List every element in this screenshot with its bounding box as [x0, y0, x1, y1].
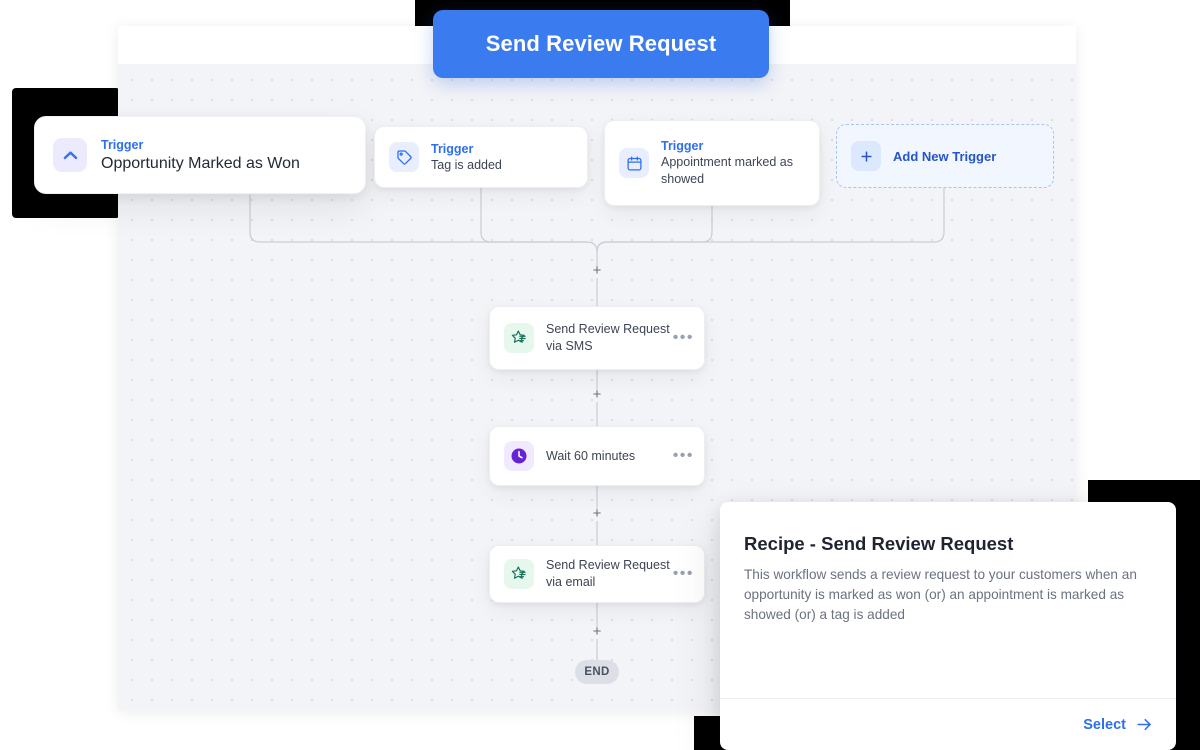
- action-menu-icon[interactable]: •••: [672, 565, 694, 582]
- send-review-request-button[interactable]: Send Review Request: [433, 10, 769, 78]
- tag-icon: [389, 142, 419, 172]
- add-step-node[interactable]: +: [592, 386, 602, 403]
- add-new-trigger-button[interactable]: Add New Trigger: [836, 124, 1054, 188]
- add-step-node[interactable]: +: [592, 505, 602, 522]
- action-card-send-review-request-via-sms[interactable]: Send Review Request via SMS •••: [489, 306, 705, 370]
- action-name: Wait 60 minutes: [546, 448, 636, 463]
- workflow-end-badge: END: [575, 660, 619, 684]
- trigger-name: Appointment marked as showed: [661, 155, 794, 186]
- action-menu-icon[interactable]: •••: [672, 329, 694, 346]
- action-card-wait-60-minutes[interactable]: Wait 60 minutes •••: [489, 426, 705, 486]
- trigger-name: Tag is added: [431, 157, 502, 172]
- arrow-right-icon[interactable]: [1135, 715, 1154, 734]
- recipe-description: This workflow sends a review request to …: [744, 567, 1137, 622]
- trigger-kind-label: Trigger: [661, 139, 704, 153]
- select-button-label[interactable]: Select: [1083, 716, 1126, 733]
- trigger-card-appointment-marked-as-showed[interactable]: Trigger Appointment marked as showed: [604, 120, 820, 206]
- calendar-icon: [619, 148, 649, 178]
- trigger-card-opportunity-marked-as-won[interactable]: Trigger Opportunity Marked as Won: [34, 116, 366, 194]
- trigger-kind-label: Trigger: [101, 137, 144, 152]
- recipe-footer: Select: [720, 698, 1176, 750]
- action-name: Send Review Request via SMS: [546, 322, 670, 353]
- chevron-up-icon: [53, 138, 87, 172]
- clock-icon: [504, 441, 534, 471]
- action-card-send-review-request-via-email[interactable]: Send Review Request via email •••: [489, 545, 705, 603]
- add-new-trigger-label: Add New Trigger: [893, 148, 997, 164]
- action-menu-icon[interactable]: •••: [672, 447, 694, 464]
- action-name: Send Review Request via email: [546, 558, 670, 589]
- trigger-card-tag-is-added[interactable]: Trigger Tag is added: [374, 126, 588, 188]
- recipe-panel: Recipe - Send Review Request This workfl…: [720, 502, 1176, 750]
- trigger-name: Opportunity Marked as Won: [101, 154, 300, 172]
- add-step-node[interactable]: +: [592, 262, 602, 279]
- recipe-body: Recipe - Send Review Request This workfl…: [720, 502, 1176, 698]
- add-step-node[interactable]: +: [592, 623, 602, 640]
- review-star-icon: [504, 559, 534, 589]
- review-star-icon: [504, 323, 534, 353]
- plus-icon: [851, 141, 881, 171]
- trigger-kind-label: Trigger: [431, 141, 474, 156]
- recipe-title: Recipe - Send Review Request: [744, 533, 1014, 554]
